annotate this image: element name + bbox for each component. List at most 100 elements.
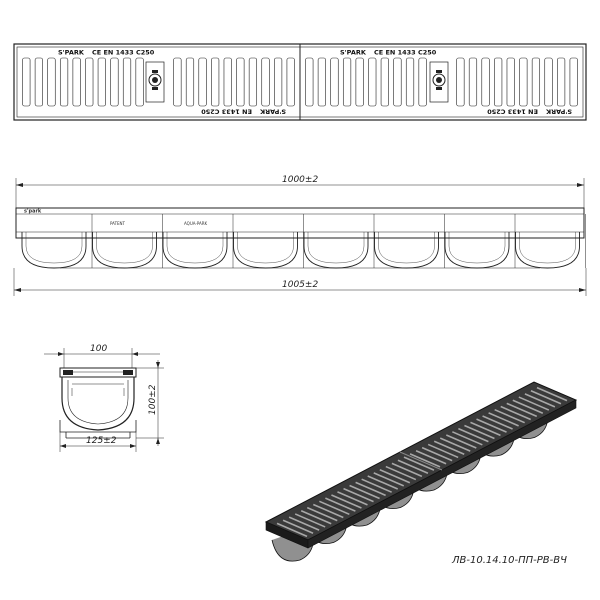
grate-marking-label-4: EN 1433 C250 <box>487 108 538 116</box>
iso-grate-bar <box>433 440 465 456</box>
channel-arch <box>444 232 510 269</box>
iso-grate-bar <box>361 478 392 493</box>
grate-slot <box>418 57 427 107</box>
iso-grate-bar <box>337 491 368 506</box>
isometric-channel-view <box>264 381 578 562</box>
grate-slot <box>519 57 528 107</box>
product-code-label: ЛВ-10.14.10-ПП-РВ-ВЧ <box>451 555 567 566</box>
channel-arch-inner <box>166 232 224 264</box>
grate-slot <box>198 57 207 107</box>
grate-brand-label-1: S'PARK <box>58 49 85 57</box>
grate-slot <box>97 57 106 107</box>
iso-grate-bar <box>524 393 556 408</box>
iso-grate-bar <box>464 424 495 440</box>
iso-grate-bar <box>276 522 308 538</box>
iso-grate-bar <box>397 459 429 474</box>
grate-brand-label-4: S'PARK <box>545 108 572 116</box>
iso-grate-bar <box>470 421 501 437</box>
dimension-width-top: 100 <box>90 344 107 354</box>
grate-slot <box>355 57 364 107</box>
side-view-channel: 1000±2 s'park PATENT AQUA-PARK 1005±2 <box>13 175 587 296</box>
grate-slot <box>342 57 352 107</box>
iso-grate-bar <box>476 418 507 433</box>
iso-grate-bar <box>385 465 417 481</box>
channel-arch-inner <box>378 232 435 264</box>
iso-grate-bar <box>518 396 550 411</box>
side-brand-label: s'park <box>24 209 42 215</box>
grate-slot <box>248 57 258 107</box>
channel-arch-inner <box>237 232 294 264</box>
grate-slot <box>122 57 132 107</box>
iso-grate-bar <box>391 462 423 478</box>
iso-grate-bar <box>288 516 320 531</box>
grate-slot <box>59 57 69 107</box>
channel-arch <box>162 232 228 269</box>
iso-grate-bar <box>445 434 477 449</box>
iso-grate-bar <box>355 481 386 497</box>
iso-grate-bar <box>300 510 332 525</box>
channel-arch <box>515 232 580 269</box>
grate-slot <box>456 57 465 107</box>
grate-slot <box>223 57 232 107</box>
iso-grate-bar <box>312 503 344 519</box>
top-view-grate: S'PARK CE EN 1433 C250 S'PARK CE EN 1433… <box>13 43 587 121</box>
grate-slot <box>185 57 195 107</box>
grate-slot <box>405 57 415 107</box>
grate-slot <box>531 57 541 107</box>
grate-slot <box>317 57 326 107</box>
iso-grate-bar <box>282 519 314 534</box>
channel-arch <box>21 232 87 269</box>
iso-grate-bar <box>343 487 374 503</box>
grate-slot <box>110 57 119 107</box>
lock-bolt-left <box>145 61 165 103</box>
grate-slot <box>286 57 295 107</box>
grate-slot <box>569 57 578 107</box>
grate-slots <box>22 57 578 107</box>
dimension-width-bottom: 125±2 <box>86 436 117 446</box>
channel-arch <box>374 232 439 269</box>
lock-bolt-right <box>429 61 449 103</box>
iso-grate-bar <box>512 399 544 414</box>
iso-grate-slots <box>276 386 568 538</box>
iso-grate-bar <box>439 437 471 452</box>
iso-grate-bar <box>506 402 538 418</box>
grate-slot <box>494 57 503 107</box>
iso-grate-bar <box>488 412 519 427</box>
iso-grate-bar <box>319 500 350 516</box>
dimension-length-top: 1000±2 <box>282 175 318 185</box>
grate-slot <box>274 57 283 107</box>
dimension-length-bottom: 1005±2 <box>282 280 318 290</box>
iso-grate-bar <box>349 484 380 500</box>
iso-grate-bar <box>325 497 356 512</box>
grate-slot <box>173 57 182 107</box>
grate-slot <box>22 57 31 107</box>
side-inner-label-2: AQUA-PARK <box>184 221 208 226</box>
grate-slot <box>506 57 515 107</box>
iso-grate-bar <box>421 446 453 462</box>
channel-arch-inner <box>96 232 153 264</box>
iso-grate-bar <box>306 506 338 522</box>
iso-grate-bar <box>409 453 441 468</box>
grate-slot <box>34 57 43 107</box>
grate-slot <box>85 57 94 107</box>
grate-brand-label-3: S'PARK <box>259 108 286 116</box>
dimension-height: 100±2 <box>148 384 158 415</box>
cross-section-view: 100 100±2 125±2 <box>44 344 164 452</box>
grate-slot <box>135 57 144 107</box>
channel-arch-inner <box>448 232 506 264</box>
channel-arch <box>303 232 369 269</box>
iso-grate-bar <box>427 443 459 459</box>
grate-marking-label-3: EN 1433 C250 <box>201 108 252 116</box>
grate-slot <box>261 57 270 107</box>
iso-grate-bar <box>367 475 399 490</box>
side-inner-label-1: PATENT <box>110 221 126 226</box>
iso-grate-bar <box>482 415 513 430</box>
grate-slot <box>557 57 566 107</box>
grate-slot <box>544 57 553 107</box>
grate-slot <box>393 57 402 107</box>
iso-grate-bar <box>373 472 405 487</box>
grate-marking-label-2: CE EN 1433 C250 <box>374 49 437 57</box>
channel-arch-inner <box>307 232 365 264</box>
grate-slot <box>236 57 245 107</box>
